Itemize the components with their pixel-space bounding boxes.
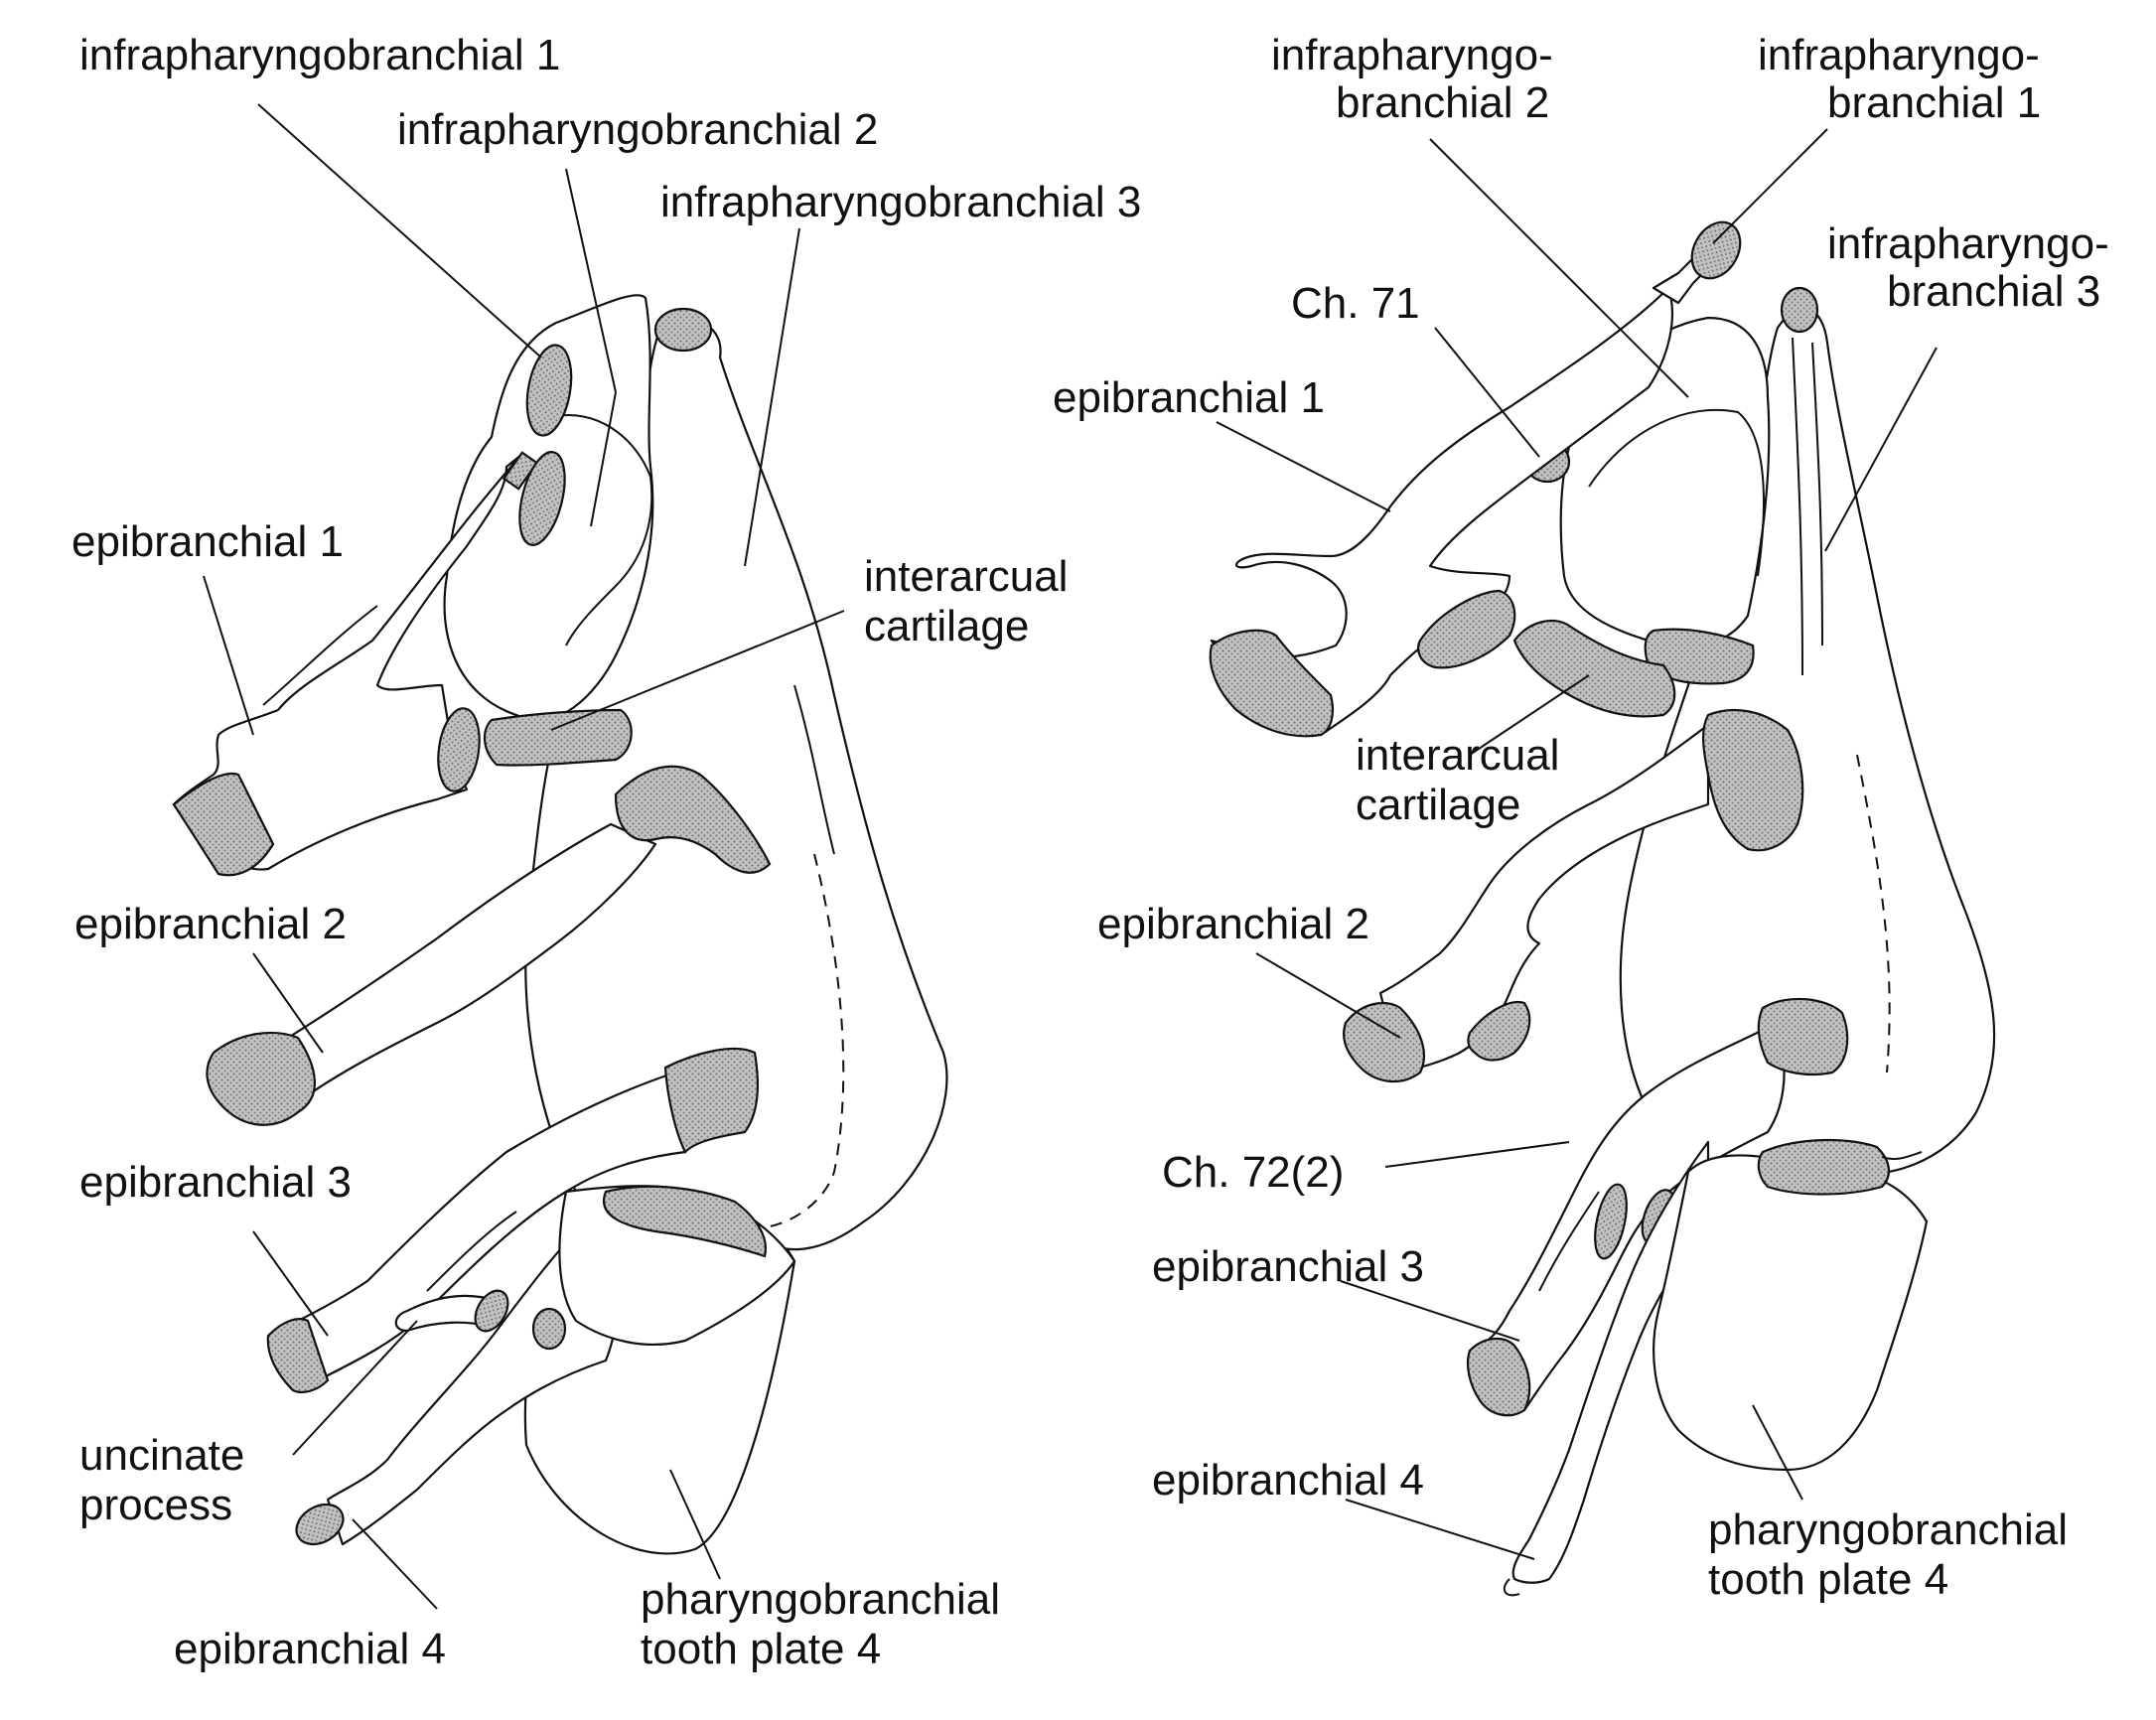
left-label-epibranchial-3: epibranchial 3 [79,1158,352,1207]
right-epibranchial-3-ventral-cartilage-a [1594,1183,1628,1260]
left-label-infrapharyngobranchial-1: infrapharyngobranchial 1 [79,31,560,79]
left-infrapharyngobranchial-2-cartilage [518,451,566,546]
left-ipb2-inner-contour [550,414,653,646]
right-epibranchial-1-cartilage-cap [1209,629,1335,738]
left-dorsal-view: infrapharyngobranchial 1 infrapharyngobr… [72,31,1141,1673]
right-label-infrapharyngobranchial-2: infrapharyngo- branchial 2 [1271,31,1565,127]
left-leader-tooth-plate-4 [669,1469,721,1580]
left-interarcual-cartilage-shape [484,708,633,767]
left-epibranchial-3-cartilage-cap [266,1318,330,1394]
right-leader-ch71 [1434,327,1540,458]
right-leader-epibranchial-2 [1255,952,1401,1039]
right-leader-ipb2 [1429,138,1689,398]
right-infrapharyngobranchial-3-cartilage [1780,286,1819,334]
right-dorsal-view: infrapharyngo- branchial 2 infrapharyngo… [1053,31,2121,1604]
left-label-epibranchial-1: epibranchial 1 [72,517,344,566]
right-leader-interarcual [1469,674,1590,756]
right-epibranchial-2-cartilage-cap [1343,1001,1425,1083]
right-tooth-plate-4-cartilage [1757,1138,1890,1196]
left-leader-epibranchial-4 [352,1518,438,1610]
left-leader-ipb2 [565,168,617,393]
right-label-epibranchial-2: epibranchial 2 [1097,900,1369,948]
right-label-tooth-plate-4: pharyngobranchial tooth plate 4 [1708,1505,2080,1604]
left-uncinate-process-shape [394,1294,499,1333]
right-leader-epibranchial-4 [1345,1499,1535,1560]
left-ipb3-ridge-line [793,684,835,855]
right-epibranchial-4-shape [1511,1140,1710,1584]
left-label-infrapharyngobranchial-3: infrapharyngobranchial 3 [660,178,1141,226]
left-leader-epibranchial-1 [203,575,254,736]
left-leader-epibranchial-3 [252,1230,329,1337]
left-epibranchial-1-distal-cartilage [437,707,481,792]
left-label-tooth-plate-4: pharyngobranchial tooth plate 4 [641,1575,1012,1673]
right-ipb3-ridge-line [1792,337,1803,676]
right-epibranchial-2-head-cartilage [1702,708,1804,852]
left-epibranchial-1-inner-line [262,605,378,706]
right-label-ch-72-2: Ch. 72(2) [1162,1148,1344,1197]
right-ipb2-inner-contour [1588,408,1765,577]
right-leader-ch72 [1384,1141,1570,1168]
left-leader-ipb3 [744,227,800,567]
right-epibranchial-3-inner-line [1538,1191,1600,1292]
left-epibranchial-4-shape [326,1219,618,1546]
right-interarcual-cartilage-2 [1512,619,1676,718]
right-ipb3-dashed-line [1856,754,1891,1074]
left-label-uncinate-process: uncinate process [79,1431,257,1529]
right-epibranchial-3-cartilage-cap [1466,1338,1531,1417]
right-interarcual-cartilage-1 [1417,589,1516,669]
right-leader-lines [1216,128,1938,1560]
left-epibranchial-3-head-cartilage [663,1047,760,1154]
left-epibranchial-4-head-cartilage [531,1307,567,1351]
right-tooth-plate-4-joint [1881,1151,1923,1161]
left-leader-ipb2b [590,391,617,527]
left-leader-epibranchial-2 [252,952,324,1054]
left-leader-ipb1 [257,103,542,358]
right-tooth-plate-4-shape [1653,1154,1929,1472]
left-label-epibranchial-4: epibranchial 4 [174,1625,446,1673]
left-infrapharyngobranchial-3-cartilage [653,307,713,353]
left-epibranchial-2-cartilage-cap [206,1031,316,1126]
right-label-ch-71: Ch. 71 [1291,279,1420,328]
right-label-interarcual-cartilage: interarcual cartilage [1356,731,1572,829]
left-label-infrapharyngobranchial-2: infrapharyngobranchial 2 [397,105,878,154]
right-leader-tooth-plate-4 [1752,1404,1803,1501]
left-label-epibranchial-2: epibranchial 2 [74,900,347,948]
right-label-epibranchial-3: epibranchial 3 [1152,1242,1424,1291]
right-leader-epibranchial-3 [1340,1280,1520,1342]
right-leader-ipb1 [1712,128,1828,244]
left-tooth-plate-4-cartilage [603,1185,768,1258]
right-ipb3-ridge-line-2 [1811,342,1823,646]
left-leader-uncinate [292,1320,418,1456]
left-uncinate-process-cartilage [474,1289,509,1333]
left-leader-lines [203,103,845,1610]
right-label-epibranchial-4: epibranchial 4 [1152,1456,1424,1505]
left-epibranchial-4-cartilage-cap [295,1503,345,1546]
left-epibranchial-2-shape [286,822,657,1104]
left-epibranchial-1-tip [502,451,539,491]
left-leader-interarcual [550,610,845,731]
left-epibranchial-3-inner-line [426,1211,517,1292]
right-leader-ipb3 [1824,347,1938,552]
right-epibranchial-2-shape [1378,723,1710,1075]
right-epibranchial-2-mid-cartilage [1467,1000,1531,1062]
right-label-infrapharyngobranchial-3: infrapharyngo- branchial 3 [1827,219,2121,316]
right-label-epibranchial-1: epibranchial 1 [1053,373,1325,422]
right-epibranchial-4-tip [1503,1578,1520,1597]
left-epibranchial-1-cartilage-cap [172,772,275,877]
left-epibranchial-2-head-cartilage [614,765,772,874]
right-ipb2-distal-cartilage [1644,628,1755,685]
right-epibranchial-3-head-cartilage [1757,997,1849,1076]
right-label-infrapharyngobranchial-1: infrapharyngo- branchial 1 [1758,31,2052,127]
left-label-interarcual-cartilage: interarcual cartilage [864,552,1080,650]
right-leader-epibranchial-1 [1216,421,1391,512]
left-infrapharyngobranchial-1-cartilage [525,344,573,437]
